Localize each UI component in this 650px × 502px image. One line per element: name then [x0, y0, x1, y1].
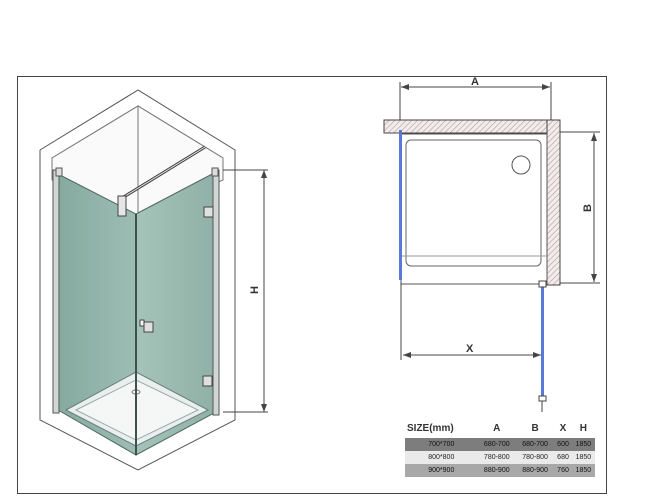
- cell-a: 880-900: [477, 464, 516, 477]
- handle-icon: [143, 321, 154, 333]
- drain-icon-plan: [511, 155, 531, 175]
- table-row: 900*900 880-900 880-900 760 1850: [405, 464, 595, 477]
- opening-label-x: X: [466, 343, 474, 355]
- cell-size: 900*900: [405, 464, 478, 477]
- cell-x: 760: [554, 464, 572, 477]
- cell-a: 780-800: [477, 451, 516, 464]
- hinge-icon-bottom: [202, 375, 213, 387]
- header-b: B: [531, 423, 539, 434]
- cell-a: 680-700: [477, 438, 516, 451]
- left-profile-blue: [399, 130, 402, 280]
- plan-view: [383, 82, 600, 412]
- header-a: A: [493, 423, 501, 434]
- width-label-a: A: [471, 76, 479, 88]
- depth-label-b: B: [582, 204, 594, 212]
- cell-h: 1850: [571, 451, 595, 464]
- cell-h: 1850: [571, 464, 595, 477]
- header-size: SIZE(mm): [407, 423, 454, 434]
- table-row: 700*700 680-700 680-700 600 1850: [405, 438, 595, 451]
- cell-x: 680: [554, 451, 572, 464]
- size-table: SIZE(mm) A B X H 700*700 680-700 680-700…: [405, 421, 595, 477]
- top-wall: [383, 119, 561, 134]
- cell-size: 800*800: [405, 451, 478, 464]
- isometric-view: [39, 89, 268, 471]
- cell-size: 700*700: [405, 438, 478, 451]
- height-label: H: [249, 286, 261, 294]
- cell-b: 780-800: [515, 451, 555, 464]
- right-wall: [546, 119, 561, 286]
- table-row: 800*800 780-800 780-800 680 1850: [405, 451, 595, 464]
- cell-b: 880-900: [515, 464, 555, 477]
- drawing-frame: [17, 76, 607, 494]
- cell-h: 1850: [571, 438, 595, 451]
- size-table-header: SIZE(mm) A B X H: [405, 421, 595, 438]
- left-wall-profile: [52, 169, 60, 414]
- door-leaf-blue: [541, 283, 544, 401]
- cell-b: 680-700: [515, 438, 555, 451]
- right-wall-profile: [212, 169, 220, 416]
- hinge-icon-top: [203, 206, 214, 218]
- header-x: X: [559, 423, 567, 434]
- cell-x: 600: [554, 438, 572, 451]
- header-h: H: [579, 423, 587, 434]
